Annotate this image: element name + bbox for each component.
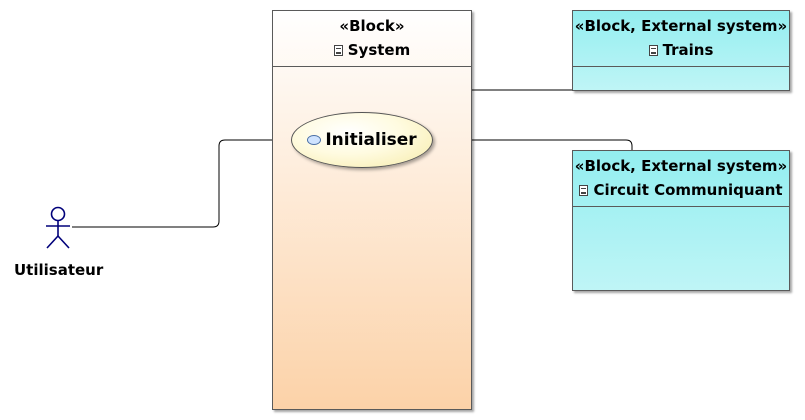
circuit-name: Circuit Communiquant xyxy=(593,181,783,199)
block-icon xyxy=(579,185,589,196)
actor-stick-figure-icon[interactable] xyxy=(44,206,72,250)
circuit-block-header: «Block, External system» Circuit Communi… xyxy=(573,151,789,207)
use-case-icon xyxy=(307,135,322,145)
link-initialiser-circuit[interactable] xyxy=(432,139,633,151)
use-case-initialiser[interactable]: Initialiser xyxy=(291,112,433,168)
link-utilisateur-initialiser[interactable] xyxy=(72,139,293,228)
system-block-header: «Block» System xyxy=(273,11,471,67)
trains-stereotype: «Block, External system» xyxy=(574,17,788,35)
system-name: System xyxy=(347,41,411,59)
trains-name: Trains xyxy=(662,41,714,59)
circuit-communiquant-block[interactable]: «Block, External system» Circuit Communi… xyxy=(572,150,790,291)
use-case-label: Initialiser xyxy=(325,130,417,150)
trains-block-header: «Block, External system» Trains xyxy=(573,11,789,67)
circuit-stereotype: «Block, External system» xyxy=(574,157,788,175)
actor-label: Utilisateur xyxy=(14,261,104,279)
system-stereotype: «Block» xyxy=(339,17,405,35)
system-block[interactable]: «Block» System xyxy=(272,10,472,410)
block-icon xyxy=(333,45,343,56)
trains-block[interactable]: «Block, External system» Trains xyxy=(572,10,790,91)
block-icon xyxy=(648,45,658,56)
